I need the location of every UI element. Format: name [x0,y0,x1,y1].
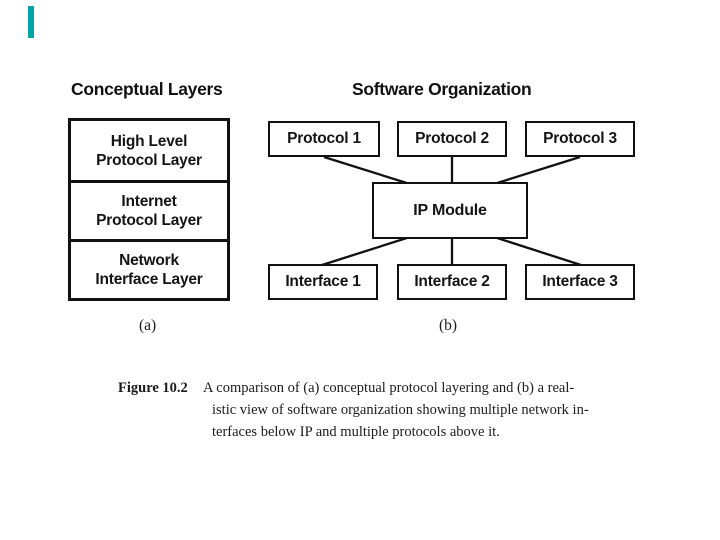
figure-caption-label: Figure 10.2 [118,380,188,396]
connector-protocol1-ip [323,155,411,186]
layer-high-level-protocol: High Level Protocol Layer [96,132,202,169]
protocol-1-box: Protocol 1 [268,121,380,157]
ip-module-box: IP Module [372,182,528,239]
interface-2-box: Interface 2 [397,264,507,300]
protocol-3-box: Protocol 3 [525,121,635,157]
software-organization-heading: Software Organization [352,79,532,99]
connector-ip-interface1 [321,235,411,267]
layer-network-interface: Network Interface Layer [71,239,227,298]
connector-ip-interface3 [493,235,582,267]
layer-internet-protocol: Internet Protocol Layer [71,180,227,239]
figure-caption-line-1: A comparison of (a) conceptual protocol … [203,380,575,396]
figure-caption-line-2: istic view of software organization show… [212,402,589,418]
panel-label-b: (b) [439,317,458,334]
panel-label-a: (a) [139,317,157,334]
connector-protocol3-ip [493,155,581,186]
figure-caption-line-3: terfaces below IP and multiple protocols… [212,424,500,440]
protocol-2-box: Protocol 2 [397,121,507,157]
conceptual-layer-stack: High Level Protocol Layer Internet Proto… [68,118,230,301]
teal-accent-bar [28,6,34,38]
interface-1-box: Interface 1 [268,264,378,300]
interface-3-box: Interface 3 [525,264,635,300]
conceptual-layers-heading: Conceptual Layers [71,79,223,99]
